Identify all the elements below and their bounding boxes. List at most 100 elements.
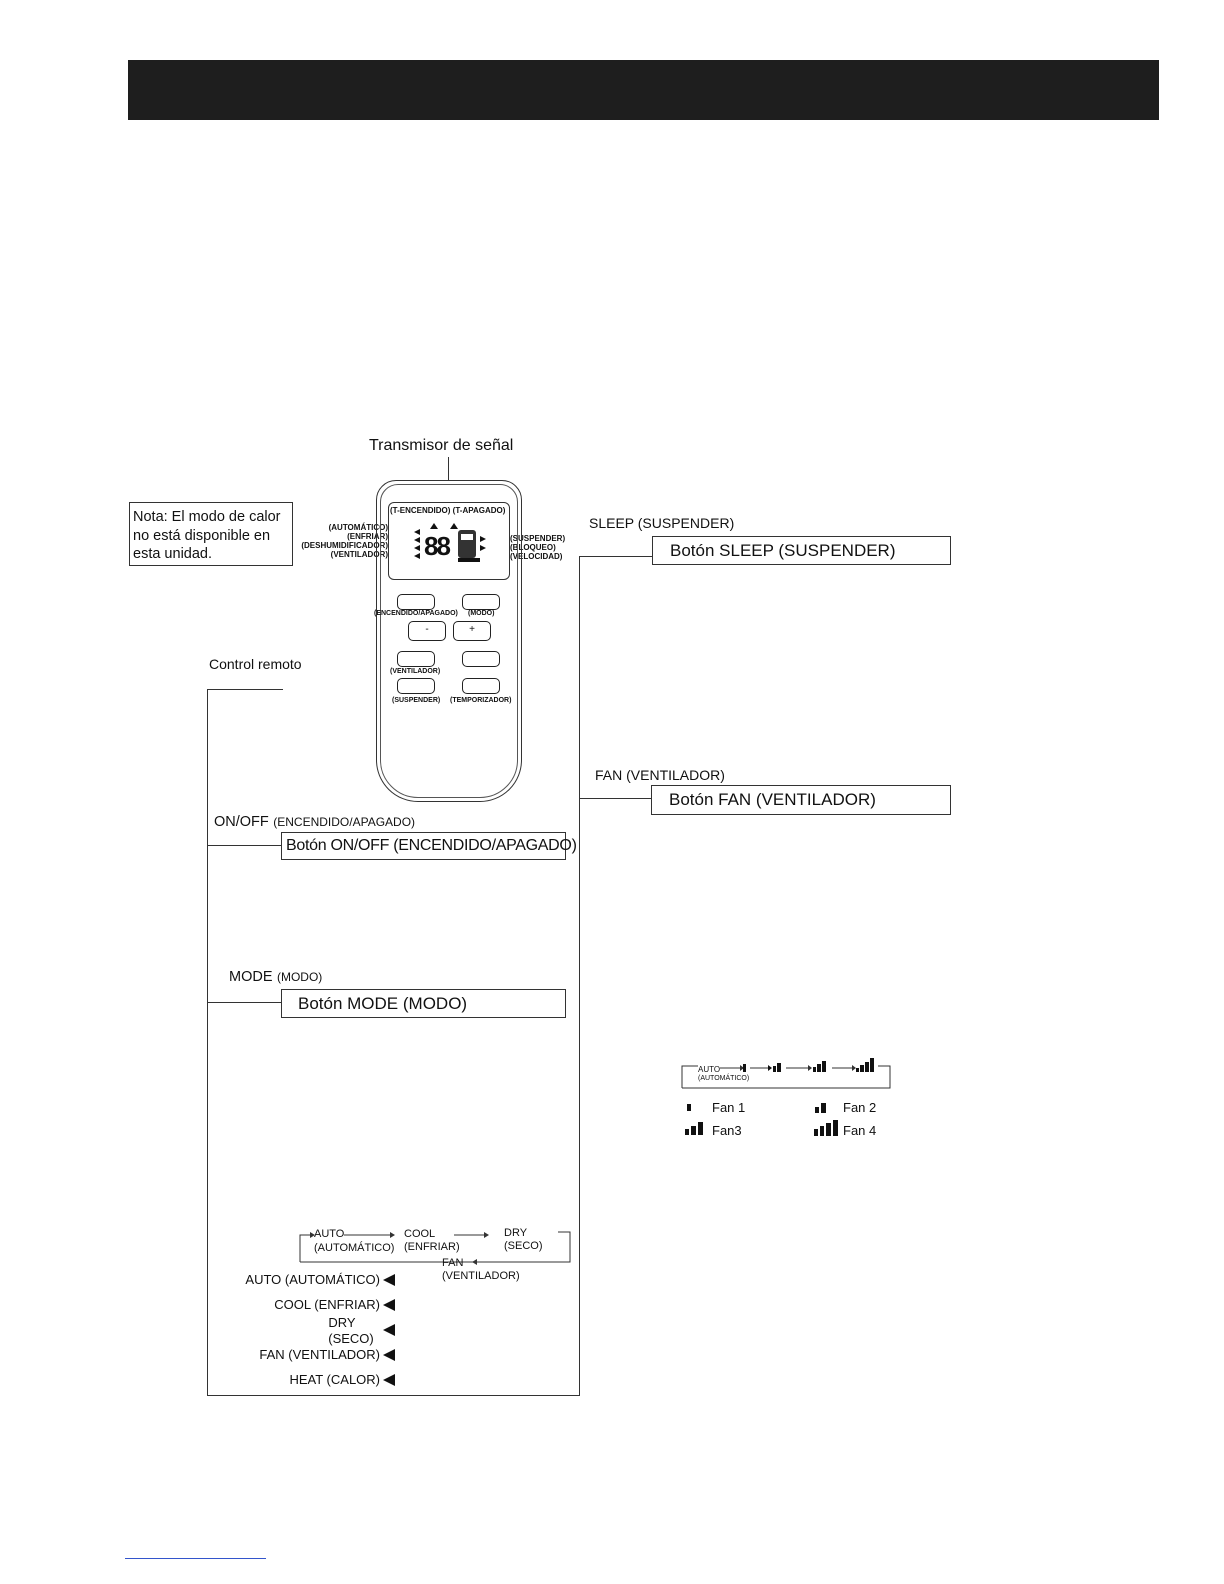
legend-fan4-bar-a	[814, 1129, 818, 1136]
remote-swing-button[interactable]	[462, 651, 500, 667]
fan-legend-icons-right	[814, 1103, 838, 1136]
onoff-button-label: Botón ON/OFF (ENCENDIDO/APAGADO)	[286, 837, 577, 854]
mode-arrowhead-cool	[390, 1232, 395, 1238]
mode-indicator-dry-label: DRY	[328, 1315, 356, 1330]
fan-cycle-auto-sub: (AUTOMÁTICO)	[698, 1075, 750, 1082]
header-bar	[128, 60, 1159, 120]
lcd-arrow-2	[414, 537, 420, 543]
mode-cycle-return-bottom	[300, 1231, 571, 1263]
fan-cycle-return-left	[681, 1065, 698, 1088]
legend-fan4: Fan 4	[843, 1123, 877, 1138]
lcd-label-auto: (AUTOMÁTICO)	[328, 523, 388, 532]
fan-arrowhead-4	[852, 1065, 856, 1071]
legend-fan4-bar-d	[833, 1120, 838, 1136]
indicator-arrow-heat	[383, 1374, 395, 1386]
mode-arrowhead-dry	[484, 1232, 489, 1238]
mode-indicator-dry-sub: (SECO)	[328, 1331, 374, 1346]
mode-cycle-auto-label: AUTO	[314, 1228, 345, 1240]
remote-sleep-button[interactable]	[397, 678, 435, 694]
lcd-digits: 88	[424, 531, 451, 561]
mode-indicator-cool: COOL (ENFRIAR)	[274, 1297, 380, 1312]
remote-body	[376, 480, 522, 802]
fan-cycle-diagram	[681, 1058, 891, 1089]
lcd-right-labels: (SUSPENDER) (BLOQUEO) (VELOCIDAD)	[510, 534, 565, 561]
indicator-arrow-fan	[383, 1349, 395, 1361]
mode-indicator-dry: DRY (SECO)	[300, 1315, 384, 1347]
mode-cycle-fan: FAN (VENTILADOR)	[442, 1257, 520, 1283]
mode-cycle-auto-sub: (AUTOMÁTICO)	[314, 1242, 395, 1254]
mode-heading-sub: (MODO)	[276, 970, 323, 984]
indicator-arrow-cool	[383, 1299, 395, 1311]
remote-power-caption: (ENCENDIDO/APAGADO)	[374, 610, 458, 617]
mode-cycle-dry-label: DRY	[504, 1227, 528, 1239]
legend-fan3-bar-c	[698, 1122, 703, 1135]
onoff-heading-main: ON/OFF	[214, 814, 269, 830]
mode-indicator-auto: AUTO (AUTOMÁTICO)	[245, 1272, 380, 1287]
lcd-label-speed: (VELOCIDAD)	[510, 552, 563, 561]
remote-label: Control remoto	[209, 656, 302, 672]
fan3-bar-c	[822, 1061, 826, 1072]
legend-fan3-bar-b	[691, 1126, 696, 1135]
fan4-bar-d	[870, 1058, 874, 1072]
bracket-top	[207, 689, 283, 690]
mode-indicator-fan: FAN (VENTILADOR)	[259, 1347, 380, 1362]
fan2-bar-b	[777, 1063, 781, 1072]
remote-power-button[interactable]	[397, 594, 435, 610]
bracket-right	[579, 556, 580, 1396]
remote-minus-button[interactable]: -	[408, 621, 446, 641]
legend-fan4-bar-c	[826, 1123, 831, 1136]
remote-fan-button[interactable]	[397, 651, 435, 667]
mode-arrowhead-start	[310, 1232, 315, 1238]
mode-cycle-cool: COOL (ENFRIAR)	[404, 1228, 460, 1254]
note-box: Nota: El modo de calor no está disponibl…	[129, 502, 293, 566]
legend-fan2-bar-b	[821, 1103, 826, 1113]
fan-legend-icons-left	[685, 1104, 703, 1135]
sleep-button-label: Botón SLEEP (SUSPENDER)	[670, 541, 896, 560]
mode-arrowhead-fan	[472, 1259, 477, 1265]
legend-fan3-bar-a	[685, 1129, 689, 1135]
bracket-bottom	[207, 1395, 580, 1396]
transmitter-label: Transmisor de señal	[369, 437, 514, 454]
lcd-arrow-up-1	[430, 523, 438, 529]
lcd-label-lock: (BLOQUEO)	[510, 543, 556, 552]
mode-cycle-auto: AUTO (AUTOMÁTICO)	[314, 1228, 394, 1255]
lcd-arrow-right-1	[480, 536, 486, 542]
lcd-arrow-1	[414, 529, 420, 535]
fan-cycle-auto-label: AUTO	[698, 1065, 721, 1074]
lcd-arrow-4	[414, 553, 420, 559]
fan-arrowhead-3	[808, 1065, 812, 1071]
fan3-bar-a	[813, 1067, 816, 1072]
fan-button-label: Botón FAN (VENTILADOR)	[669, 790, 876, 809]
mode-indicator-arrows	[383, 1274, 395, 1386]
mode-indicator-heat: HEAT (CALOR)	[289, 1372, 380, 1387]
legend-fan2: Fan 2	[843, 1100, 877, 1115]
fan-arrowhead-2	[768, 1065, 772, 1071]
onoff-heading-sub: (ENCENDIDO/APAGADO)	[273, 815, 416, 829]
lcd-left-labels: (AUTOMÁTICO) (ENFRIAR) (DESHUMIDIFICADOR…	[298, 523, 388, 559]
remote-plus-button[interactable]: +	[453, 621, 491, 641]
onoff-heading: ON/OFF (ENCENDIDO/APAGADO)	[214, 813, 415, 831]
sleep-button-box: Botón SLEEP (SUSPENDER)	[652, 536, 951, 565]
lcd-icon-highlight	[461, 534, 473, 540]
remote-sleep-caption: (SUSPENDER)	[392, 697, 441, 704]
sleep-heading: SLEEP (SUSPENDER)	[589, 515, 735, 531]
legend-fan1-icon	[687, 1104, 691, 1111]
mode-heading: MODE (MODO)	[229, 968, 322, 986]
lcd-arrow-right-2	[480, 545, 486, 551]
mode-cycle-cool-sub: (ENFRIAR)	[404, 1241, 460, 1253]
mode-button-label: Botón MODE (MODO)	[298, 994, 468, 1013]
remote-mode-button[interactable]	[462, 594, 500, 610]
remote-timer-button[interactable]	[462, 678, 500, 694]
note-line-3: esta unidad.	[133, 546, 213, 562]
legend-fan4-bar-b	[820, 1126, 824, 1136]
fan1-bars	[743, 1064, 746, 1072]
mode-cycle-fan-sub: (VENTILADOR)	[442, 1270, 520, 1282]
lcd-display-graphic	[414, 523, 486, 562]
bracket-left	[207, 689, 208, 1395]
fan-cycle-return-bottom	[682, 1065, 891, 1089]
mode-cycle-dry-sub: (SECO)	[504, 1240, 543, 1252]
lcd-label-fan: (VENTILADOR)	[330, 550, 388, 559]
fan-button-box: Botón FAN (VENTILADOR)	[651, 785, 951, 815]
mode-cycle-diagram	[299, 1231, 571, 1265]
fan2-bar-a	[773, 1066, 776, 1072]
